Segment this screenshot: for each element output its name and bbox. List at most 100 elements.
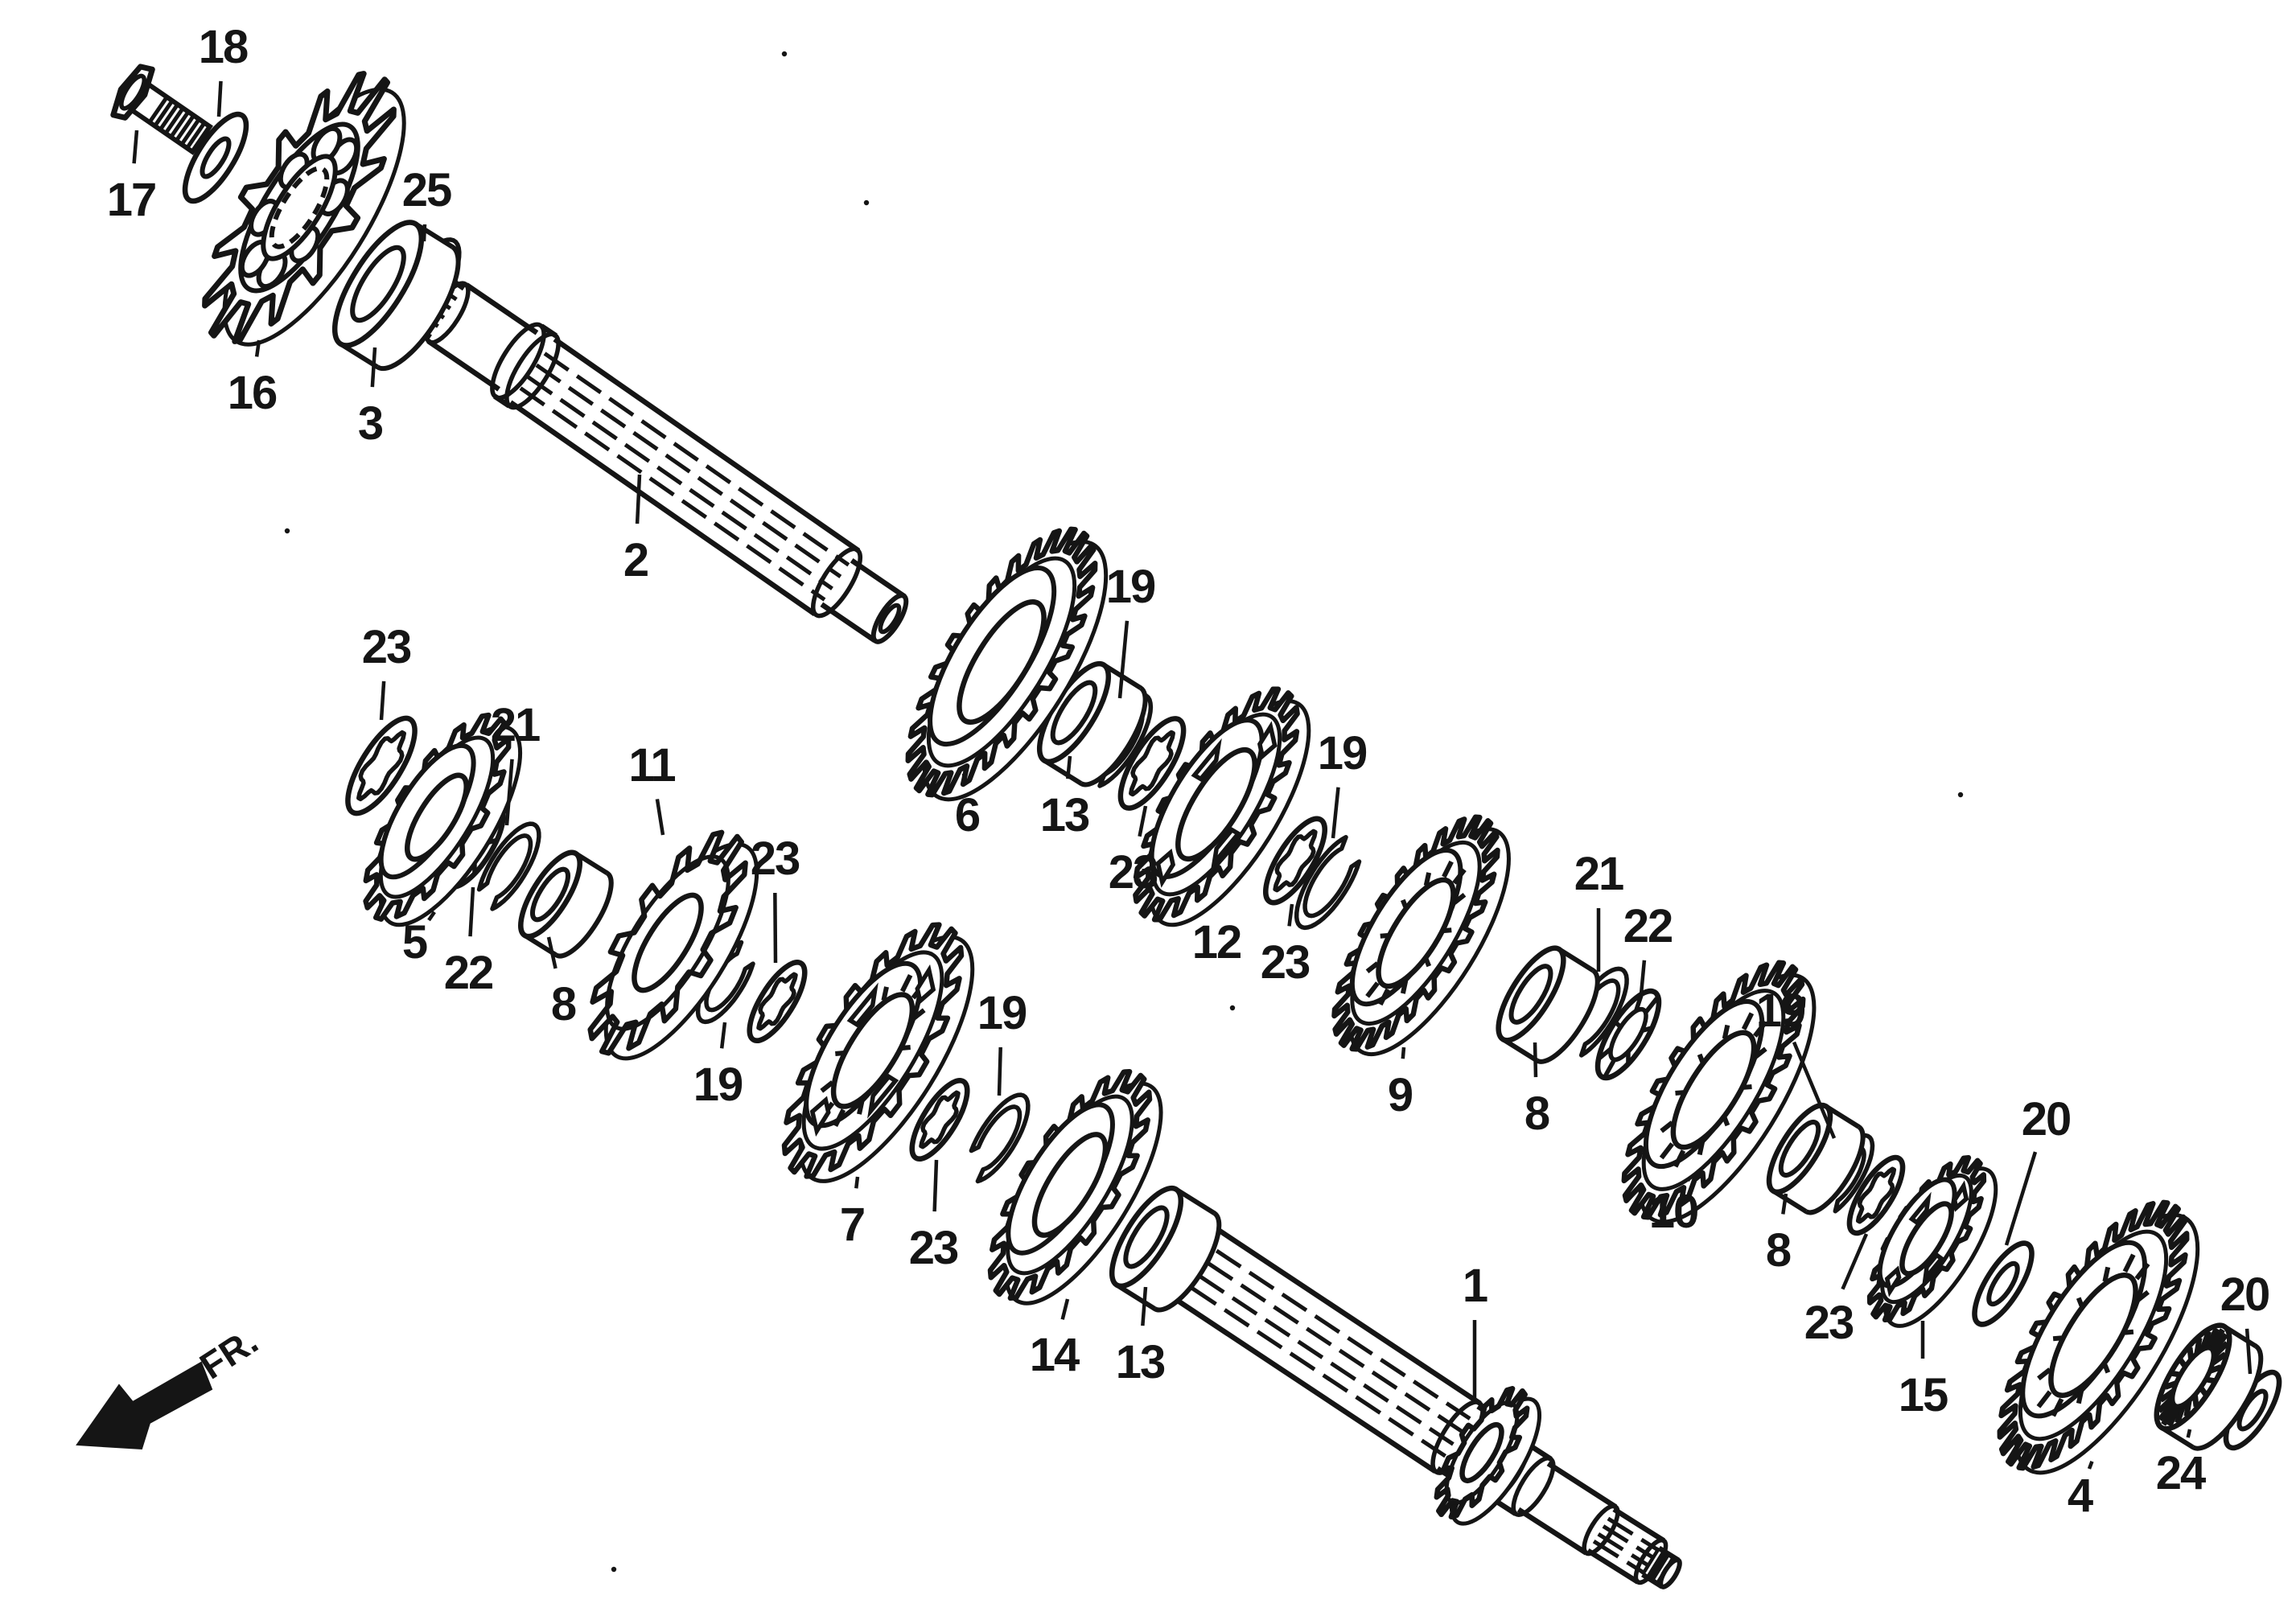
spline-circlip: [345, 715, 418, 816]
leader-line: [854, 1176, 860, 1189]
part-number: 20: [2022, 1093, 2071, 1145]
shaft: [1144, 1210, 1682, 1589]
part-number: 10: [1649, 1186, 1698, 1238]
snap-ring: [476, 821, 541, 911]
part-label: 20: [2220, 1269, 2270, 1375]
leader-line: [2186, 1429, 2192, 1438]
part-label: 19: [1106, 561, 1157, 699]
spline-circlip: [747, 960, 808, 1043]
part-number: 22: [1623, 900, 1673, 952]
leader-line: [422, 224, 427, 242]
part-label: 8: [1766, 1193, 1792, 1277]
part-label: 5: [402, 911, 436, 968]
leader-line: [254, 339, 261, 357]
part-label: 19: [1756, 985, 1837, 1139]
part-number: 22: [444, 947, 493, 999]
part-label: 23: [1109, 805, 1159, 898]
leader-line: [1138, 805, 1148, 837]
part-number: 21: [491, 699, 540, 751]
leader-line: [1117, 620, 1129, 699]
part-label: 8: [546, 936, 578, 1030]
gear: [781, 922, 975, 1183]
leader-line: [504, 759, 514, 826]
part-label: 19: [977, 987, 1028, 1096]
leader-line: [719, 1022, 727, 1049]
part-label: 23: [1804, 1233, 1869, 1349]
part-number: 17: [107, 174, 156, 226]
leader-line: [546, 936, 558, 969]
part-number: 23: [1804, 1297, 1854, 1349]
part-label: 2: [623, 474, 649, 586]
gear: [1331, 814, 1511, 1057]
part-number: 13: [1040, 789, 1089, 841]
part-label: 12: [1192, 904, 1242, 968]
spline-circlip: [1263, 816, 1327, 906]
part-label: 11: [628, 739, 677, 836]
part-number: 18: [199, 21, 248, 73]
part-label: 23: [909, 1159, 960, 1274]
gear: [1434, 1386, 1542, 1526]
snap-ring: [969, 1092, 1031, 1184]
leader-line: [1331, 787, 1340, 839]
part-label: 22: [1623, 900, 1673, 995]
dog-lugs: [809, 964, 936, 1137]
part-label: 8: [1524, 1042, 1551, 1140]
bushing: [518, 849, 614, 959]
leader-line: [1401, 1046, 1406, 1059]
part-label: 19: [1318, 727, 1368, 839]
shaft: [385, 257, 909, 644]
part-label: 16: [228, 339, 278, 419]
leader-line: [2245, 1328, 2253, 1375]
leader-line: [427, 911, 436, 922]
part-number: 19: [977, 987, 1027, 1039]
bushing: [331, 220, 461, 372]
lock-washer: [1594, 988, 1662, 1081]
part-label: 1: [1463, 1260, 1489, 1398]
part-label: 21: [1574, 848, 1625, 972]
bearing-cage-icon: [2036, 1253, 2150, 1417]
gear: [905, 526, 1109, 802]
part-number: 23: [1261, 936, 1310, 989]
bushing: [1109, 1185, 1222, 1313]
leader-line: [2004, 1151, 2038, 1246]
part-label: 23: [362, 621, 413, 721]
leader-line: [370, 347, 377, 388]
part-label: 14: [1030, 1298, 1081, 1381]
leader-line: [1792, 1041, 1837, 1139]
needle-bearing: [2154, 1322, 2264, 1451]
part-number: 16: [228, 367, 277, 419]
gear: [1133, 686, 1311, 927]
part-label: 17: [107, 130, 157, 226]
leader-line: [655, 799, 665, 836]
bushing: [1036, 660, 1148, 787]
part-number: 1: [1463, 1260, 1487, 1312]
part-number: 8: [1524, 1088, 1549, 1140]
part-label: 6: [955, 773, 981, 841]
spline-circlip: [1846, 1154, 1906, 1236]
part-number: 3: [358, 397, 383, 450]
part-number: 23: [909, 1222, 958, 1274]
parts-layer: [110, 64, 2282, 1589]
dog-lugs: [1884, 1180, 1969, 1297]
part-label: 24: [2156, 1429, 2208, 1499]
part-number: 19: [1106, 561, 1155, 613]
part-label: 18: [199, 21, 249, 117]
gear: [1866, 1154, 1998, 1328]
gear: [363, 712, 523, 927]
part-number: 21: [1574, 848, 1623, 900]
washer: [2223, 1369, 2282, 1451]
part-number: 24: [2156, 1447, 2206, 1499]
part-label: 3: [358, 347, 385, 450]
part-number: 9: [1388, 1069, 1413, 1121]
part-number: 19: [1756, 985, 1805, 1037]
gear: [987, 1068, 1163, 1306]
part-number: 19: [1318, 727, 1367, 779]
part-label: 10: [1649, 1178, 1699, 1238]
leader-line: [932, 1159, 939, 1212]
leader-line: [1639, 960, 1647, 995]
part-number: 23: [751, 833, 800, 885]
snap-ring: [1294, 835, 1362, 931]
